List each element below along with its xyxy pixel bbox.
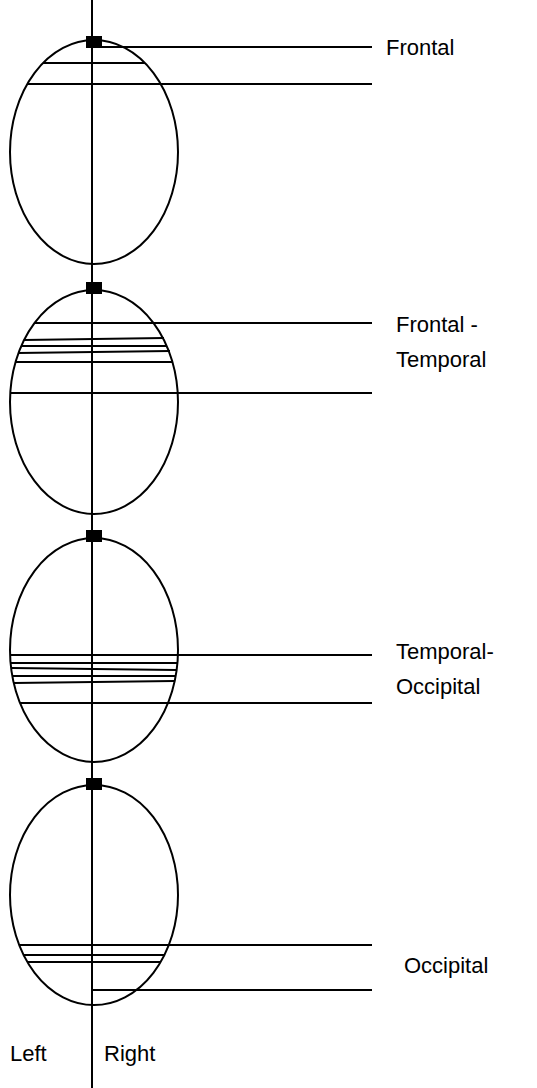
brain-outline [10, 785, 178, 1005]
section-lines [10, 47, 372, 990]
region-label: Occipital [404, 948, 488, 983]
midline [91, 0, 93, 1088]
side-label: Left [10, 1036, 47, 1071]
region-label: Frontal -Temporal [396, 307, 508, 377]
region-label: Temporal- Occipital [396, 634, 508, 704]
electrode-marker [86, 36, 102, 790]
brain-outline [10, 40, 178, 264]
brain-outline [10, 538, 178, 762]
side-label: Right [104, 1036, 155, 1071]
region-label: Frontal [386, 30, 454, 65]
